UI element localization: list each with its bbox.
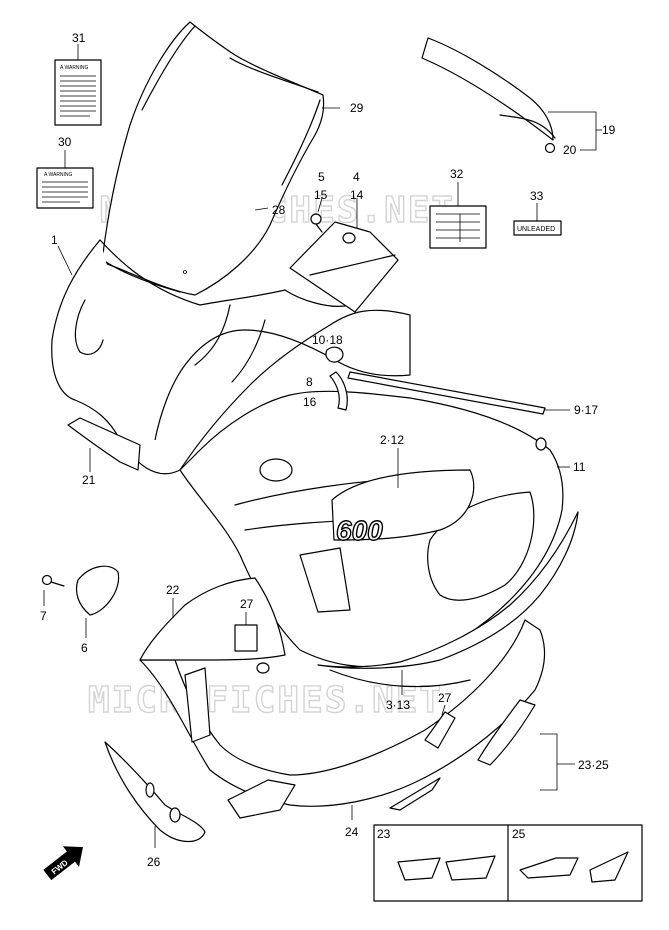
part-8-16-hose[interactable] [329,371,348,411]
callout-26: 26 [147,855,161,869]
part-22-inner-cover[interactable] [139,577,286,674]
part-31-warning-label[interactable]: A WARNING [54,59,102,126]
part-1-upper-cowling[interactable] [51,239,411,475]
label-31-title: A WARNING [60,65,89,71]
callout-19: 19 [602,123,616,137]
inset-number-25: 25 [512,827,526,841]
callout-9-17: 9·17 [574,403,598,417]
part-23-25-decal[interactable] [389,699,536,811]
callout-20: 20 [563,143,577,157]
callout-30: 30 [58,135,72,149]
decal-600-text: 600 [336,515,383,546]
part-26-guard[interactable] [104,741,206,843]
part-9-17-trim-strip[interactable] [347,371,546,415]
callout-6: 6 [81,641,88,655]
part-4-14-inner-panel[interactable] [289,221,399,313]
callout-21: 21 [82,473,96,487]
label-33-text: UNLEADED [517,226,555,233]
label-30-title: A WARNING [44,172,73,178]
part-19-cover[interactable] [421,37,556,141]
part-24-under-cowling[interactable] [139,619,546,819]
part-33-unleaded-label[interactable]: UNLEADED [513,220,562,236]
callout-10-18: 10·18 [312,333,343,347]
callout-24: 24 [345,825,359,839]
callout-4: 4 [353,170,360,184]
inset-number-23: 23 [377,827,391,841]
callout-22: 22 [166,583,180,597]
part-5-15-bolt[interactable] [310,213,323,233]
part-6-cover[interactable] [75,565,120,616]
inset-box [373,824,643,902]
callout-28: 28 [272,203,286,217]
part-10-18-grommet[interactable] [325,346,344,363]
callout-14: 14 [350,188,364,202]
callout-3-13: 3·13 [386,698,410,712]
fwd-arrow-icon: FWD [43,846,83,881]
callout-32: 32 [450,167,464,181]
part-27-tape-right[interactable] [424,711,456,749]
callout-33: 33 [530,189,544,203]
callout-2-12: 2·12 [380,433,404,447]
callout-27-right: 27 [438,691,452,705]
callout-15: 15 [314,188,328,202]
callout-27-left: 27 [240,597,254,611]
part-32-label[interactable] [429,205,487,249]
part-28-windscreen[interactable] [101,21,325,296]
part-30-warning-label[interactable]: A WARNING [36,167,94,209]
watermark-bottom: MICROFICHES.NET [88,680,443,721]
part-27-tape-left[interactable] [234,624,258,652]
callout-16: 16 [303,395,317,409]
part-2-12-decal[interactable]: 600 [331,469,475,547]
callout-29: 29 [350,101,364,115]
callout-31: 31 [72,31,86,45]
callout-23-25: 23·25 [578,758,609,772]
callout-5: 5 [318,170,325,184]
callout-7: 7 [40,609,47,623]
callout-11: 11 [573,460,586,474]
part-20-grommet[interactable] [544,142,556,154]
callout-8: 8 [306,375,313,389]
callout-1: 1 [51,233,58,247]
part-3-13-lower-cowling[interactable] [317,511,579,688]
part-7-bolt[interactable] [41,574,65,587]
part-21-side-panel[interactable] [67,417,141,471]
